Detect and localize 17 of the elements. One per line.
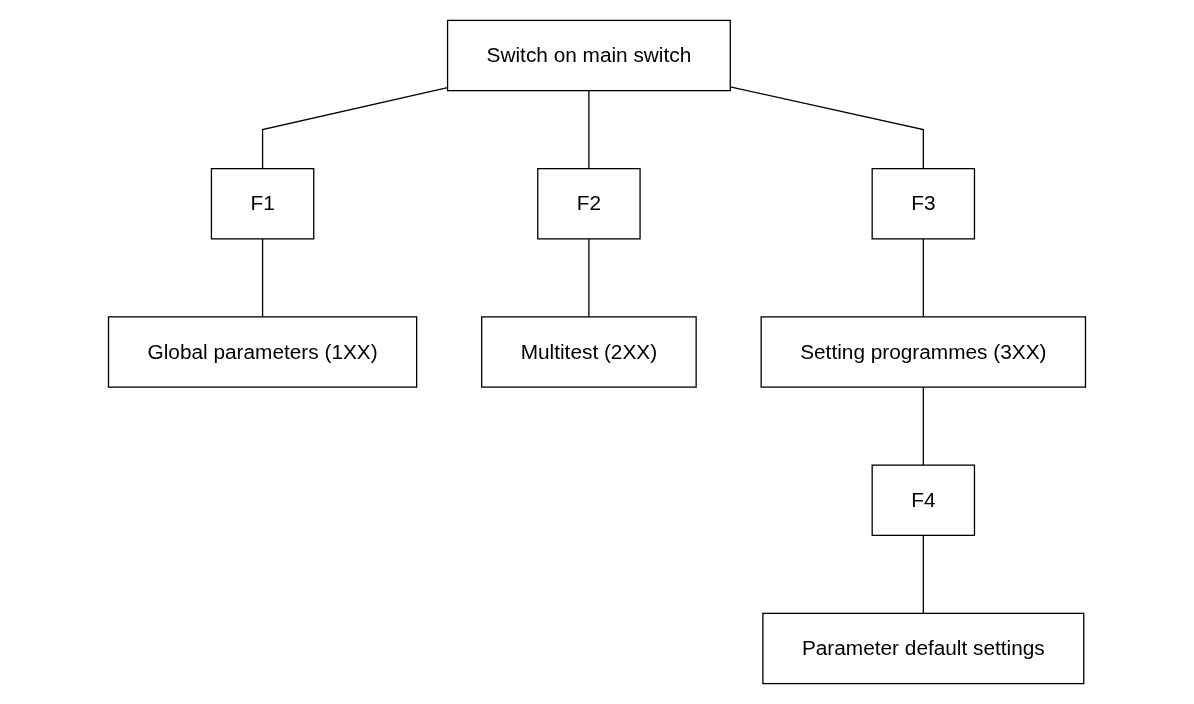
connector: [922, 534, 924, 615]
node-box: Setting programmes (3XX): [760, 316, 1087, 388]
connector: [261, 238, 264, 318]
node-box: F1: [210, 168, 315, 240]
connector: [588, 89, 590, 170]
node-box: F3: [871, 168, 976, 240]
connector: [729, 86, 924, 170]
node-box: Parameter default settings: [762, 612, 1085, 685]
node-box: Multitest (2XX): [481, 316, 697, 388]
connector: [922, 386, 924, 466]
node-box: Switch on main switch: [446, 19, 731, 92]
connector: [588, 238, 590, 318]
connector: [922, 238, 924, 318]
node-box: F2: [537, 168, 641, 240]
node-box: F4: [871, 464, 976, 536]
node-box: Global parameters (1XX): [107, 316, 418, 388]
connector: [261, 86, 449, 170]
